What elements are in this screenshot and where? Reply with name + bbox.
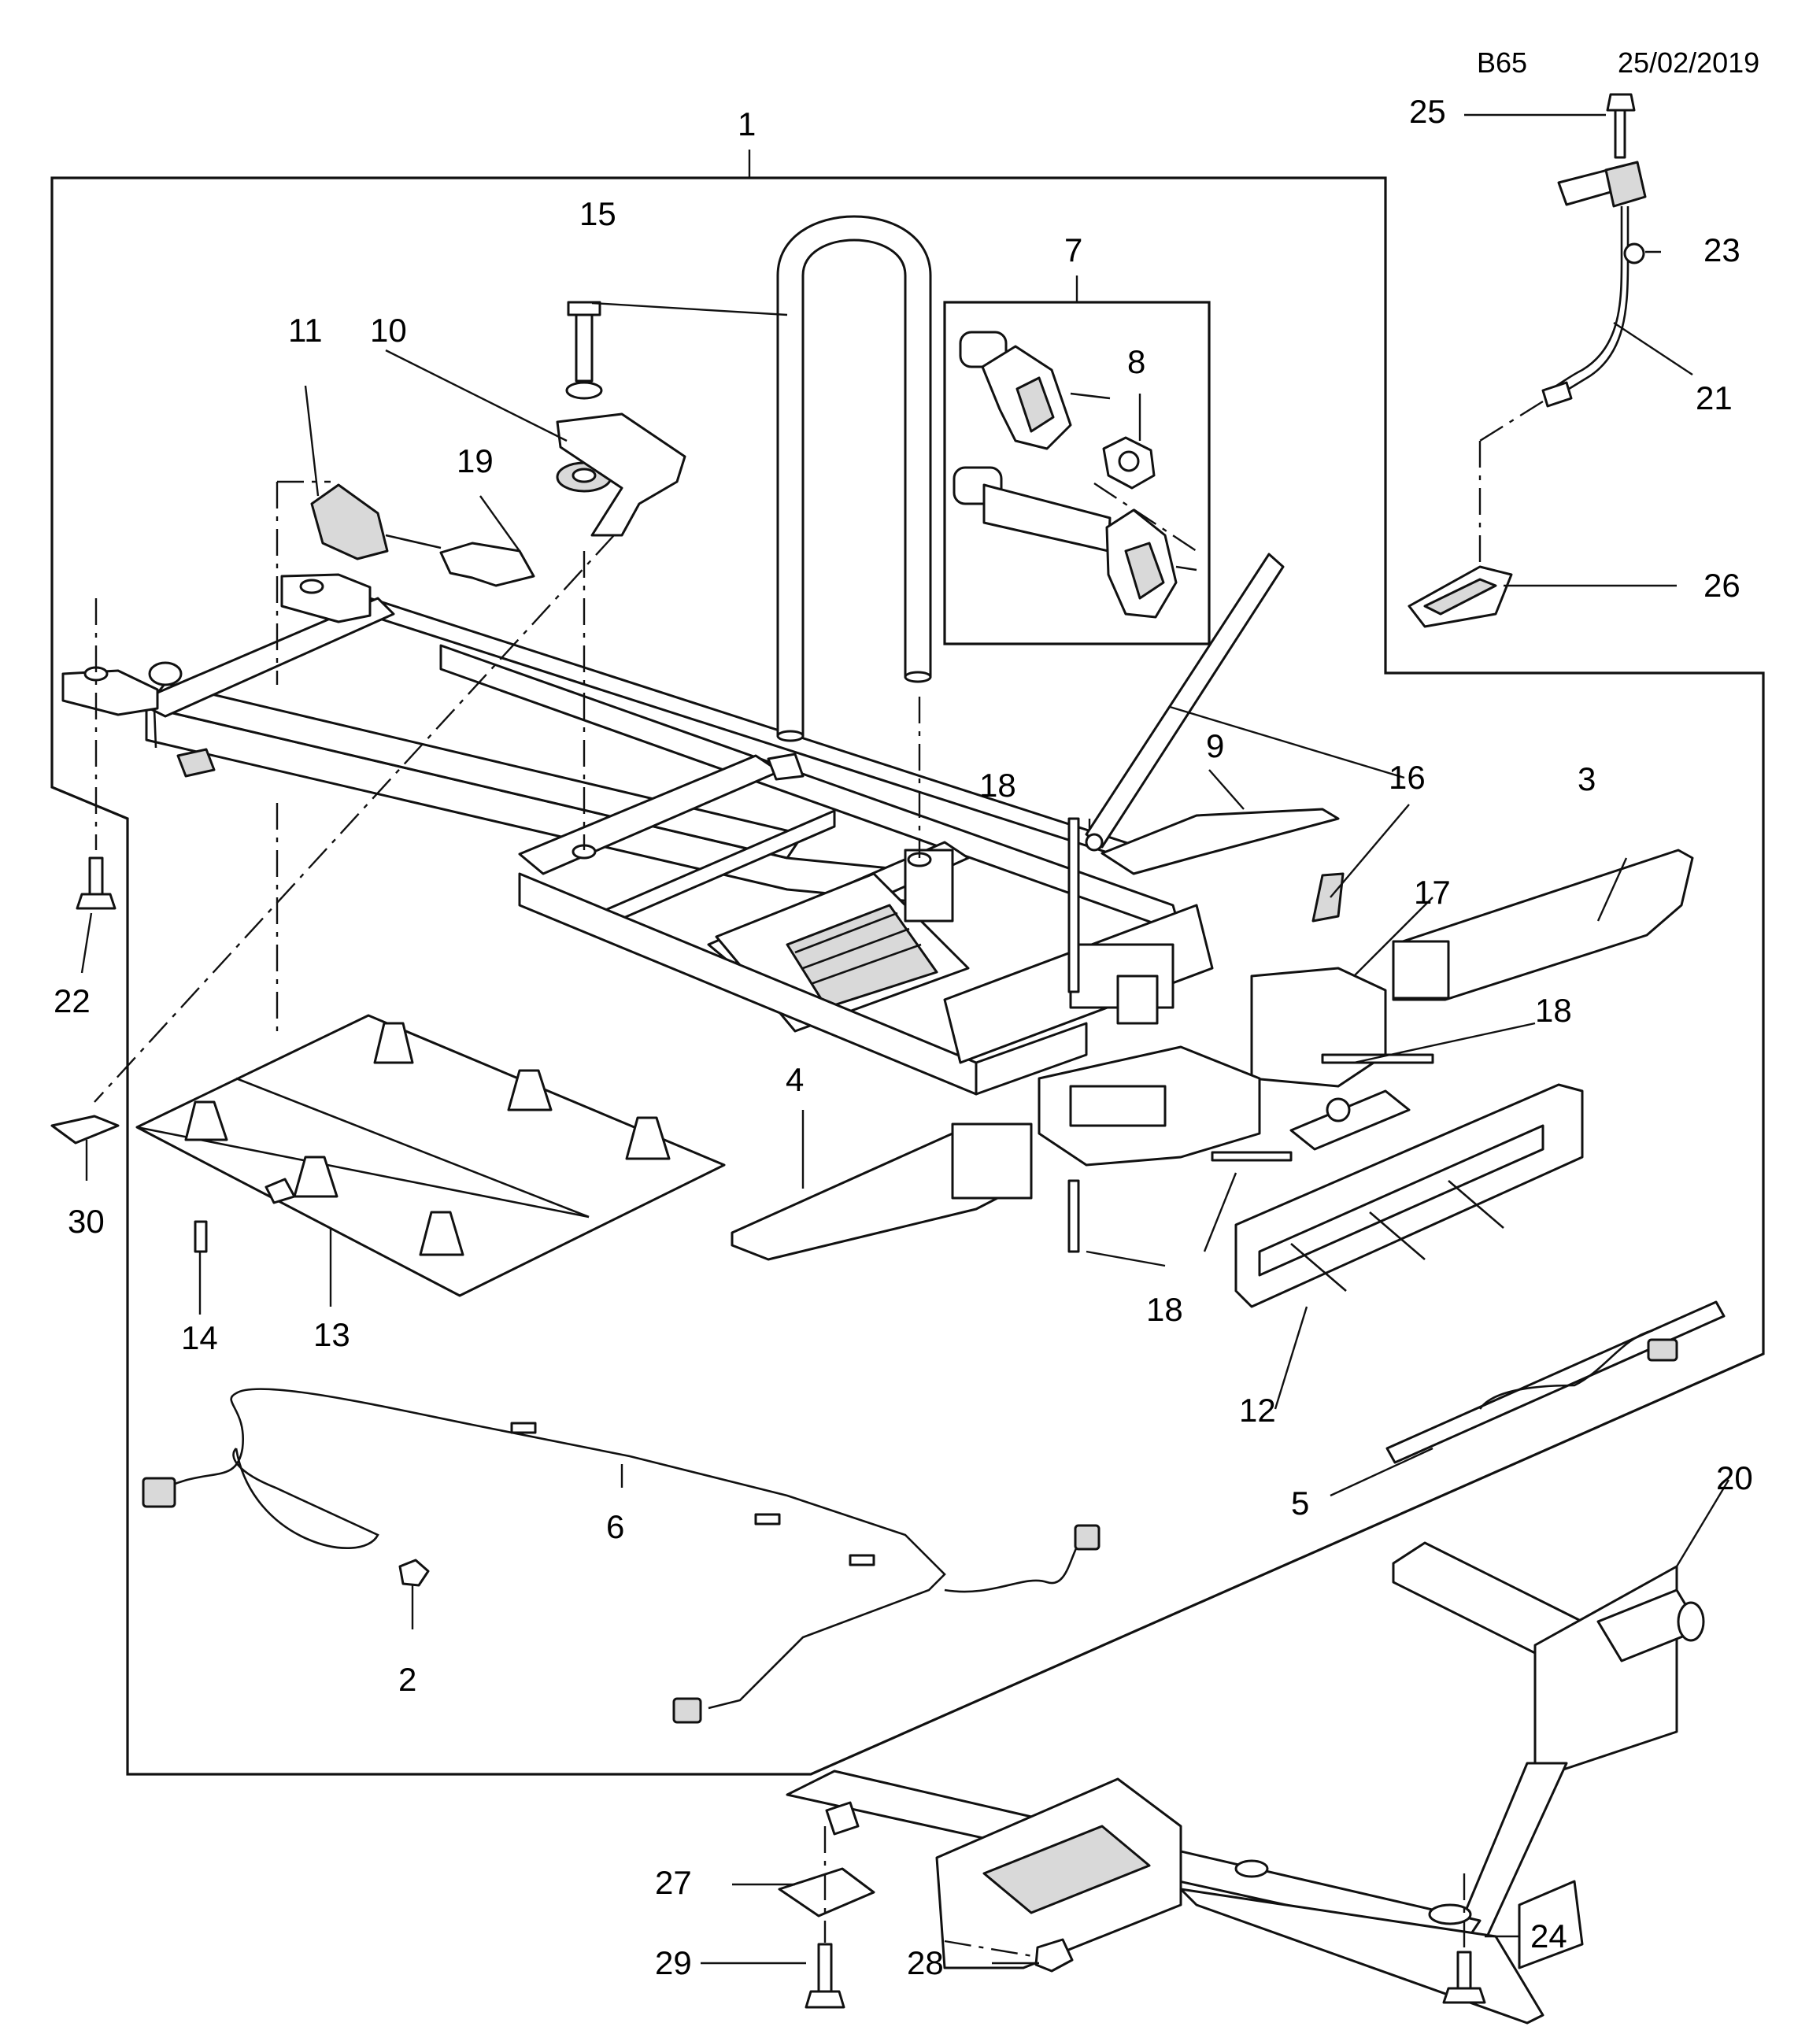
callout-15: 15 [579,195,616,232]
callout-21: 21 [1696,379,1733,416]
callout-11: 11 [288,312,323,349]
callout-1: 1 [738,105,756,142]
callout-25: 25 [1409,93,1446,130]
seat-frame [61,482,1214,1096]
callout-30: 30 [68,1203,105,1240]
base-mat [135,1014,726,1297]
strip-5 [1385,1300,1726,1464]
knob-cover [310,483,389,560]
wiring-harness [142,1388,1101,1724]
side-cover-3 [1392,849,1694,1001]
callout-8: 8 [1127,343,1145,380]
callout-18-bottom: 18 [1146,1291,1183,1328]
assembly-1-outline [50,176,1765,1776]
callout-23: 23 [1703,231,1740,268]
side-rail-strip [1085,553,1285,849]
callout-6: 6 [606,1508,624,1545]
callout-5: 5 [1291,1485,1309,1522]
diagram-date: 25/02/2019 [1618,46,1759,79]
callout-22: 22 [54,982,91,1019]
callout-17: 17 [1414,874,1451,911]
callout-26: 26 [1703,567,1740,604]
u-bar [776,215,932,738]
callout-27: 27 [655,1864,692,1901]
callout-16: 16 [1389,759,1426,796]
callout-28: 28 [907,1944,944,1981]
lever-bracket [556,412,686,537]
clip-30 [50,1115,120,1145]
callout-20: 20 [1716,1459,1753,1496]
callout-24: 24 [1530,1918,1567,1954]
callout-29: 29 [655,1944,692,1981]
callout-3: 3 [1578,760,1596,797]
clip-27 [778,1867,875,1918]
clip-16 [1311,872,1345,923]
callout-7: 7 [1064,231,1082,268]
callout-9: 9 [1206,727,1224,764]
callout-10: 10 [370,312,407,349]
callout-12: 12 [1239,1392,1276,1429]
trim-9 [1101,808,1340,875]
callout-19: 19 [457,442,494,479]
release-lever-assembly [953,331,1197,619]
callout-18-right: 18 [1535,992,1572,1029]
callout-4: 4 [786,1061,804,1098]
callout-2: 2 [398,1661,416,1698]
callout-18-top: 18 [979,767,1016,804]
callout-13: 13 [313,1316,350,1353]
hinge-17 [1250,967,1387,1088]
callout-14: 14 [181,1319,218,1356]
lever-handle [439,542,535,587]
bolt-25 [1606,93,1636,112]
diagram-code: B65 [1477,46,1527,79]
